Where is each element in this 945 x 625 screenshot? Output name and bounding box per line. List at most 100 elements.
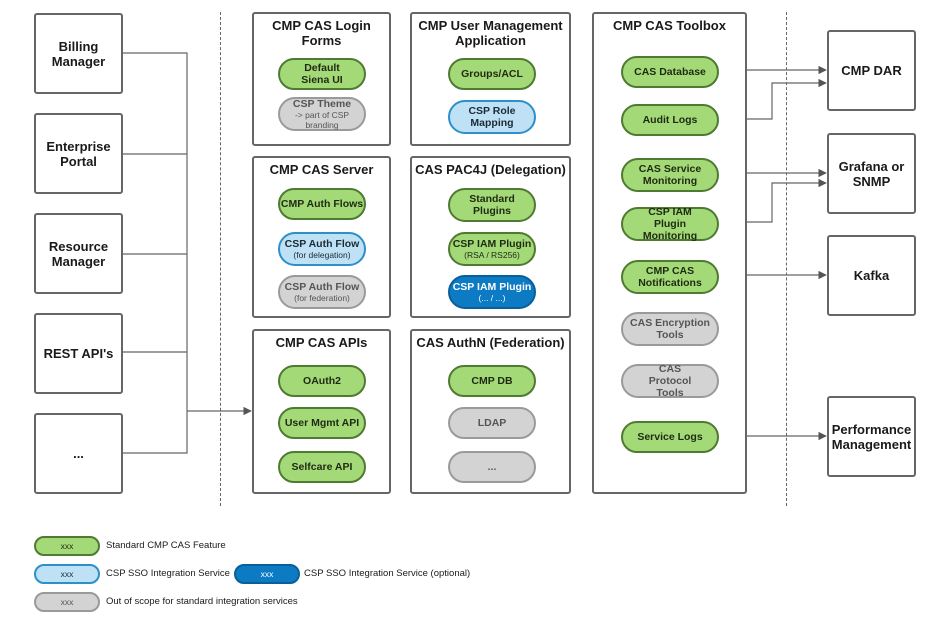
csp-auth-flow-delegation-sub: (for delegation) [293,250,351,260]
selfcare-api-pill: Selfcare API [278,451,366,483]
more-clients-box: ... [34,413,123,494]
csp-iam-plugin-optional-pill: CSP IAM Plugin (... / ...) [448,275,536,309]
ldap-pill: LDAP [448,407,536,439]
cas-database-pill: CAS Database [621,56,719,88]
service-monitoring-label: CAS Service Monitoring [638,163,702,187]
protocol-tools-label: CAS Protocol Tools [648,363,692,399]
iam-plugin-monitoring-pill: CSP IAM Plugin Monitoring [621,206,719,242]
user-mgmt-title: CMP User Management Application [418,18,563,48]
kafka-label: Kafka [853,268,890,283]
enterprise-portal-label: Enterprise Portal [46,138,111,169]
default-siena-pill: Default Siena UI [278,58,366,90]
legend-out-of-scope-swatch-text: xxx [60,597,74,607]
standard-plugins-label: Standard Plugins [469,193,515,217]
grafana-box: Grafana or SNMP [827,133,916,214]
legend-standard-swatch-text: xxx [60,541,74,551]
service-logs-label: Service Logs [637,431,703,443]
cas-server-group: CMP CAS Server CMP Auth Flows CSP Auth F… [252,156,391,318]
csp-iam-plugin-pill: CSP IAM Plugin (RSA / RS256) [448,232,536,266]
csp-iam-plugin-sub: (RSA / RS256) [464,250,520,260]
login-forms-group: CMP CAS Login Forms Default Siena UI CSP… [252,12,391,146]
more-authn-label: ... [487,461,497,473]
csp-auth-flow-delegation-label: CSP Auth Flow [284,238,360,250]
left-separator [220,12,221,506]
csp-role-mapping-label: CSP Role Mapping [468,105,516,129]
performance-box: Performance Management [827,396,916,477]
enterprise-portal-box: Enterprise Portal [34,113,123,194]
csp-auth-flow-federation-sub: (for federation) [294,293,350,303]
cas-database-label: CAS Database [634,66,706,78]
pac4j-title: CAS PAC4J (Delegation) [415,162,566,177]
csp-auth-flow-federation-label: CSP Auth Flow [284,281,360,293]
cmp-auth-flows-pill: CMP Auth Flows [278,188,366,220]
cmp-dar-label: CMP DAR [841,63,902,78]
legend-csp-sso-optional-swatch: xxx [234,564,300,584]
protocol-tools-pill: CAS Protocol Tools [621,363,719,399]
authn-title: CAS AuthN (Federation) [416,335,565,350]
more-clients-label: ... [73,446,84,461]
legend-csp-sso-label: CSP SSO Integration Service [106,568,230,579]
default-siena-label: Default Siena UI [301,62,343,86]
csp-role-mapping-pill: CSP Role Mapping [448,100,536,134]
pac4j-group: CAS PAC4J (Delegation) Standard Plugins … [410,156,571,318]
more-connector [122,411,188,454]
resource-manager-box: Resource Manager [34,213,123,294]
audit-logs-label: Audit Logs [642,114,698,126]
csp-iam-plugin-optional-sub: (... / ...) [478,293,506,303]
notifications-pill: CMP CAS Notifications [621,260,719,294]
selfcare-api-label: Selfcare API [291,461,353,473]
groups-acl-pill: Groups/ACL [448,58,536,90]
csp-iam-plugin-optional-label: CSP IAM Plugin [452,281,532,293]
login-forms-title: CMP CAS Login Forms [272,18,371,48]
csp-theme-label: CSP Theme [292,98,352,110]
user-mgmt-api-pill: User Mgmt API [278,407,366,439]
legend-standard-swatch: xxx [34,536,100,556]
cas-apis-group: CMP CAS APIs OAuth2 User Mgmt API Selfca… [252,329,391,494]
legend-out-of-scope-label: Out of scope for standard integration se… [106,596,298,607]
billing-manager-label: Billing Manager [51,38,106,69]
legend-csp-sso-swatch-text: xxx [60,569,74,579]
legend-csp-sso-optional-swatch-text: xxx [260,569,274,579]
billing-manager-box: Billing Manager [34,13,123,94]
csp-theme-pill: CSP Theme -> part of CSP branding [278,97,366,131]
notifications-label: CMP CAS Notifications [638,265,702,289]
encryption-tools-pill: CAS Encryption Tools [621,312,719,346]
oauth2-label: OAuth2 [303,375,341,387]
cas-apis-title: CMP CAS APIs [275,335,368,350]
user-mgmt-group: CMP User Management Application Groups/A… [410,12,571,146]
cmp-dar-box: CMP DAR [827,30,916,111]
ldap-label: LDAP [477,417,507,429]
csp-auth-flow-federation-pill: CSP Auth Flow (for federation) [278,275,366,309]
billing-connector [122,52,188,411]
toolbox-title: CMP CAS Toolbox [613,18,726,33]
encryption-tools-label: CAS Encryption Tools [630,317,710,341]
iam-plugin-monitoring-label: CSP IAM Plugin Monitoring [642,206,698,242]
grafana-label: Grafana or SNMP [838,158,905,189]
legend-csp-sso-optional-label: CSP SSO Integration Service (optional) [304,568,471,579]
kafka-box: Kafka [827,235,916,316]
resource-manager-label: Resource Manager [48,238,109,269]
legend-standard-label: Standard CMP CAS Feature [106,540,226,551]
authn-group: CAS AuthN (Federation) CMP DB LDAP ... [410,329,571,494]
csp-auth-flow-delegation-pill: CSP Auth Flow (for delegation) [278,232,366,266]
legend-out-of-scope-swatch: xxx [34,592,100,612]
cas-server-title: CMP CAS Server [269,162,374,177]
more-authn-pill: ... [448,451,536,483]
groups-acl-label: Groups/ACL [461,68,523,80]
right-separator [786,12,787,506]
cmp-db-pill: CMP DB [448,365,536,397]
service-logs-pill: Service Logs [621,421,719,453]
standard-plugins-pill: Standard Plugins [448,188,536,222]
oauth2-pill: OAuth2 [278,365,366,397]
service-monitoring-pill: CAS Service Monitoring [621,158,719,192]
cmp-db-label: CMP DB [471,375,513,387]
audit-logs-pill: Audit Logs [621,104,719,136]
csp-theme-sub: -> part of CSP branding [294,110,350,130]
cmp-auth-flows-label: CMP Auth Flows [280,198,364,210]
csp-iam-plugin-label: CSP IAM Plugin [452,238,532,250]
performance-label: Performance Management [831,421,912,452]
rest-apis-box: REST API's [34,313,123,394]
user-mgmt-api-label: User Mgmt API [284,417,360,429]
rest-apis-label: REST API's [43,346,114,361]
legend-csp-sso-swatch: xxx [34,564,100,584]
